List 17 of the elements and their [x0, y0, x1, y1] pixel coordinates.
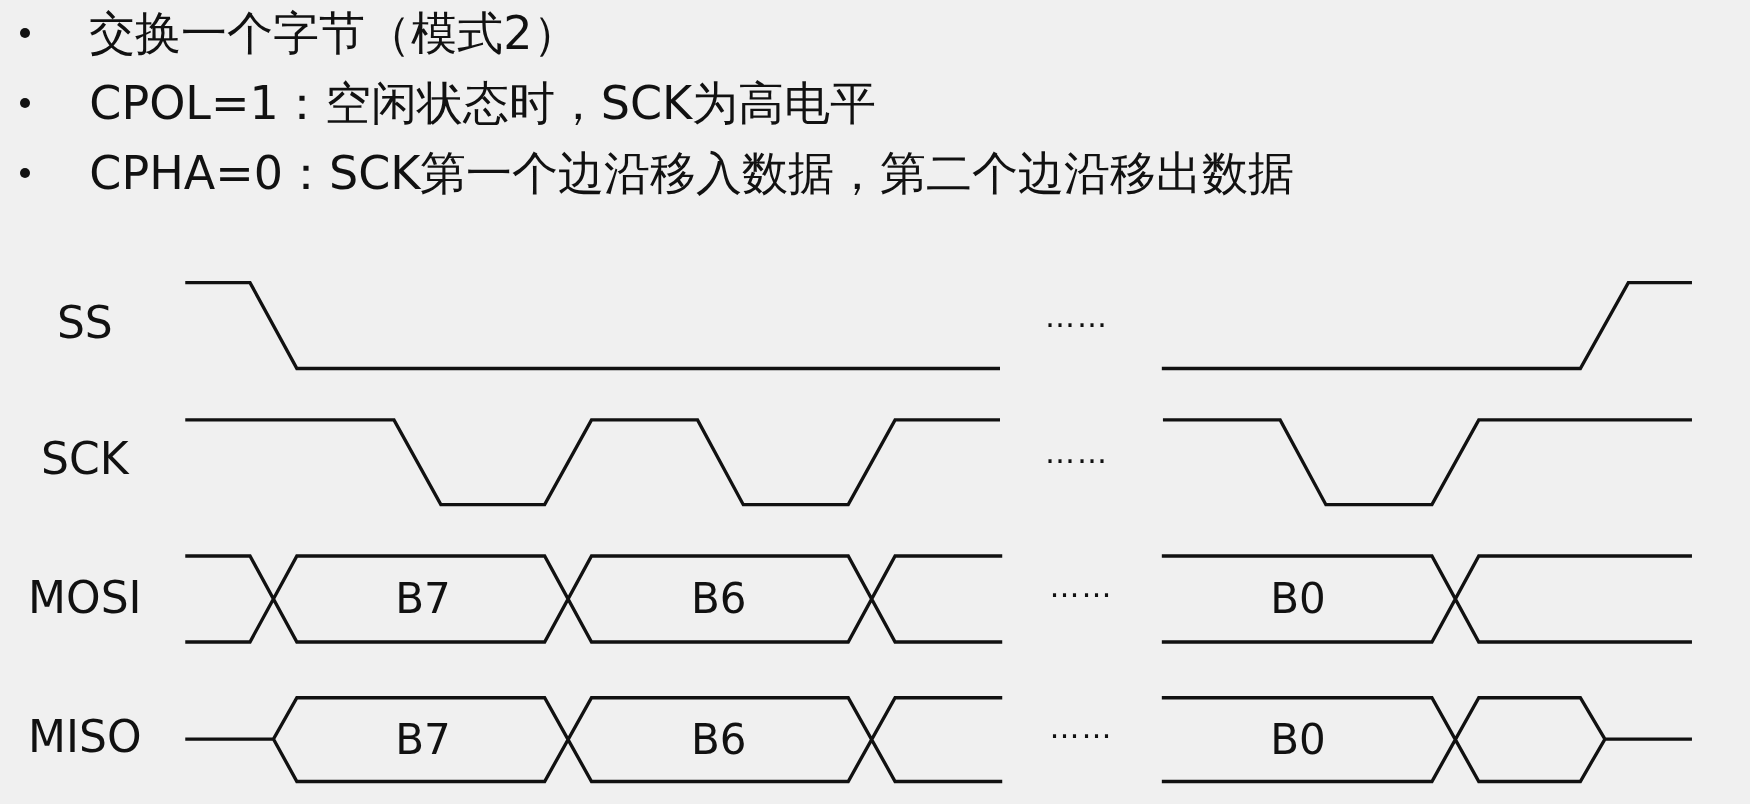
data-bit-label: B0: [1270, 578, 1326, 621]
ellipsis: ……: [1045, 301, 1109, 332]
signal-name: MISO: [28, 714, 142, 759]
signal-name: SS: [56, 300, 113, 345]
bullet-text: 交换一个字节（模式2）: [89, 10, 579, 57]
data-bit-label: B6: [691, 718, 747, 761]
bullet-text: CPHA=0：SCK第一个边沿移入数据，第二个边沿移出数据: [89, 150, 1295, 196]
data-bit-label: B7: [395, 718, 451, 761]
ellipsis: ……: [1049, 712, 1114, 743]
signal-name: SCK: [41, 436, 129, 481]
data-bit-label: B6: [691, 578, 747, 621]
bullet-text: CPOL=1：空闲状态时，SCK为高电平: [89, 79, 877, 126]
ellipsis: ……: [1045, 438, 1109, 469]
data-bit-label: B7: [395, 578, 451, 621]
ellipsis: ……: [1049, 572, 1114, 603]
signal-name: MOSI: [28, 576, 142, 621]
data-bit-label: B0: [1270, 718, 1326, 761]
